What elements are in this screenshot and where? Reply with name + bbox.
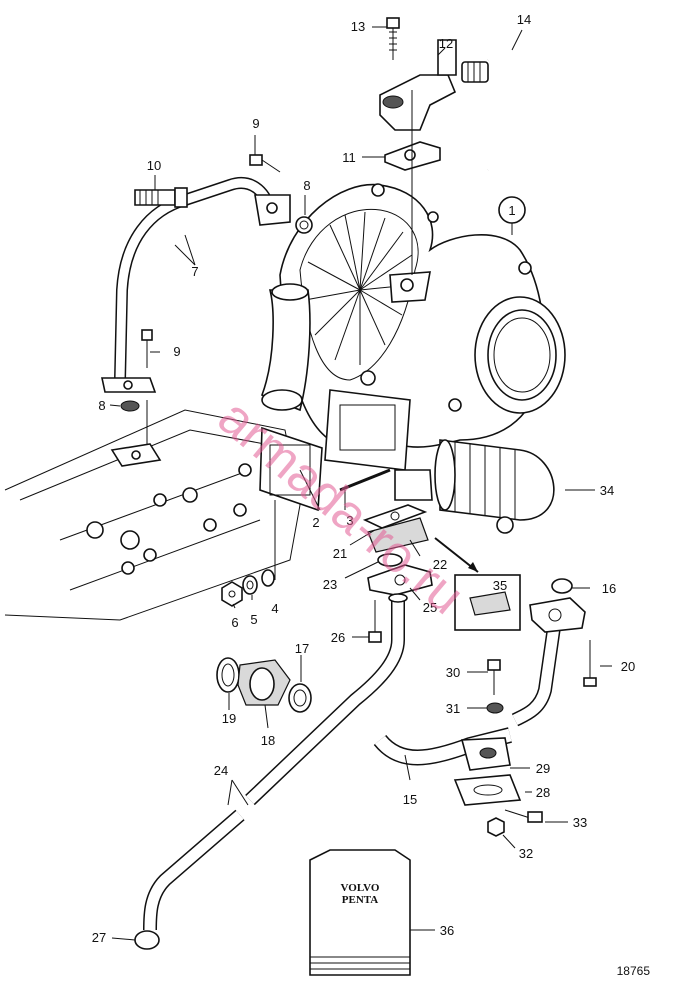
callout-22: 22 bbox=[433, 557, 447, 572]
callout-15: 15 bbox=[403, 792, 417, 807]
bolt-9-lower bbox=[141, 329, 153, 368]
callout-28: 28 bbox=[536, 785, 550, 800]
connector-10 bbox=[134, 187, 188, 208]
callout-32: 32 bbox=[519, 846, 533, 861]
oil-pipe-7 bbox=[101, 177, 291, 393]
bolt-20 bbox=[583, 640, 597, 687]
callout-26: 26 bbox=[331, 630, 345, 645]
callout-2: 2 bbox=[312, 515, 319, 530]
callout-27: 27 bbox=[92, 930, 106, 945]
callout-25: 25 bbox=[423, 600, 437, 615]
callout-13: 13 bbox=[351, 19, 365, 34]
washer-31 bbox=[486, 702, 504, 714]
callout-1: 1 bbox=[508, 203, 515, 218]
bolt-33 bbox=[504, 809, 543, 823]
callout-5: 5 bbox=[250, 612, 257, 627]
banjo-bolt-13 bbox=[386, 17, 400, 60]
callout-12: 12 bbox=[439, 36, 453, 51]
nut-32 bbox=[487, 817, 505, 837]
callout-29: 29 bbox=[536, 761, 550, 776]
logo-penta: PENTA bbox=[342, 894, 379, 906]
callout-23: 23 bbox=[323, 577, 337, 592]
seal-17 bbox=[288, 683, 312, 713]
coupling-18 bbox=[237, 659, 291, 706]
callout-6: 6 bbox=[231, 615, 238, 630]
banjo-fitting bbox=[379, 39, 457, 131]
callout-17: 17 bbox=[295, 641, 309, 656]
washer-8-upper bbox=[295, 216, 313, 234]
oil-supply-hose bbox=[461, 44, 597, 175]
detail-box-35 bbox=[434, 537, 521, 631]
callout-14: 14 bbox=[517, 12, 531, 27]
compressor-fins bbox=[304, 211, 413, 365]
pipe-16-20 bbox=[511, 578, 586, 727]
callout-4: 4 bbox=[271, 601, 278, 616]
seal-19 bbox=[216, 657, 240, 693]
washer-8-lower bbox=[120, 400, 140, 412]
callout-19: 19 bbox=[222, 711, 236, 726]
callout-10: 10 bbox=[147, 158, 161, 173]
exhaust-manifold bbox=[4, 409, 301, 621]
callout-1-circle bbox=[498, 196, 526, 224]
drain-pipe-24 bbox=[134, 593, 408, 950]
flange-25 bbox=[367, 564, 433, 596]
callout-3: 3 bbox=[346, 513, 353, 528]
logo-volvo: VOLVO bbox=[341, 882, 380, 894]
gasket-flange-lower bbox=[110, 443, 162, 467]
callout-36: 36 bbox=[440, 923, 454, 938]
callout-8-upper: 8 bbox=[303, 178, 310, 193]
callout-8-lower: 8 bbox=[98, 398, 105, 413]
bolt-30 bbox=[487, 659, 501, 695]
exhaust-bellows bbox=[434, 439, 555, 534]
callout-11: 11 bbox=[342, 150, 356, 165]
figure-reference-number: 18765 bbox=[617, 964, 651, 978]
adapter-22 bbox=[367, 517, 429, 553]
callout-30: 30 bbox=[446, 665, 460, 680]
manifold-gasket bbox=[259, 426, 323, 512]
lock-washer-4 bbox=[261, 569, 275, 587]
nut-6 bbox=[221, 581, 243, 607]
callout-labels: 1 2 3 4 5 6 7 8 8 9 9 10 11 12 13 14 15 … bbox=[92, 12, 635, 945]
gasket-23 bbox=[377, 553, 403, 567]
gasket-21 bbox=[362, 504, 428, 529]
callout-16: 16 bbox=[602, 581, 616, 596]
callout-18: 18 bbox=[261, 733, 275, 748]
callout-9-upper: 9 bbox=[252, 116, 259, 131]
turbocharger bbox=[260, 183, 566, 501]
callout-35: 35 bbox=[493, 578, 507, 593]
bolt-9-upper bbox=[249, 154, 281, 173]
callout-33: 33 bbox=[573, 815, 587, 830]
callout-21: 21 bbox=[333, 546, 347, 561]
bracket-28 bbox=[453, 774, 522, 806]
callout-20: 20 bbox=[621, 659, 635, 674]
callout-31: 31 bbox=[446, 701, 460, 716]
bolt-26 bbox=[368, 600, 382, 643]
leader-lines bbox=[109, 26, 612, 941]
callout-9-lower: 9 bbox=[173, 344, 180, 359]
stud-3 bbox=[339, 468, 391, 492]
callout-7: 7 bbox=[191, 264, 198, 279]
washer-5 bbox=[242, 575, 258, 595]
callout-24: 24 bbox=[214, 763, 228, 778]
clamp-29 bbox=[460, 737, 511, 771]
volvo-penta-manual: VOLVO PENTA bbox=[309, 849, 411, 976]
callout-34: 34 bbox=[600, 483, 614, 498]
